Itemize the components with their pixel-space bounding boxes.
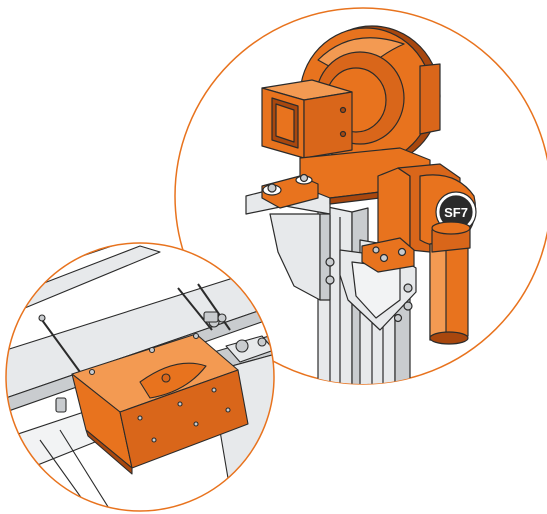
bottom-detail-circle-outline [5, 242, 275, 512]
pipe-bracket [225, 335, 274, 363]
top-detail-view: SF7 [174, 7, 547, 385]
junction-box [71, 332, 249, 475]
gear-motor: SF7 [361, 163, 477, 345]
motor-badge-label: SF7 [444, 205, 468, 220]
slewing-drive-gear-motor-icon: SF7 [245, 25, 477, 384]
square-output-hub [261, 79, 353, 159]
mounting-bracket [245, 185, 417, 331]
mounting-rods [38, 283, 231, 413]
bottom-detail-view [5, 242, 275, 512]
